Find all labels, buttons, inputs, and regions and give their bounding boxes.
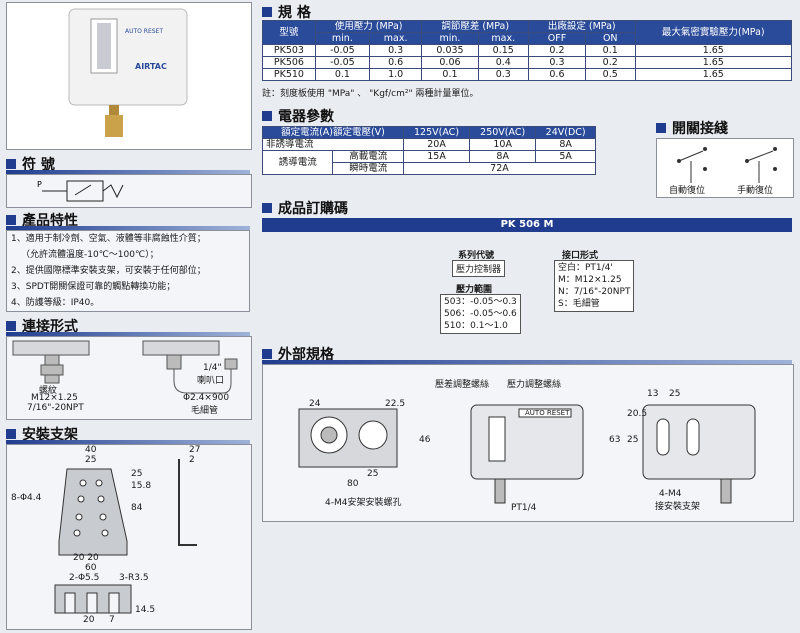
symbol-header: 符 號 [6, 154, 55, 174]
product-label: AUTO RESET [125, 28, 163, 35]
bracket-header: 安裝支架 [6, 424, 78, 444]
cap-label-1: 1/4" [203, 363, 222, 373]
svg-text:P: P [37, 180, 42, 189]
outer-drawing [298, 404, 756, 504]
auto-reset-label: 自動復位 [669, 186, 706, 196]
elec-table: 額定電流(A)額定電壓(V)125V(AC)250V(AC)24V(DC) 非誘… [261, 126, 597, 175]
spec-table: 型號 使用壓力 (MPa) 調節壓差 (MPa) 出廠設定 (MPa) 最大氣密… [262, 20, 793, 81]
feature-item: 2、提供國際標準安裝支架，可安裝于任何部位； [11, 266, 206, 276]
feature-item: （允許流體溫度-10℃～100℃）； [21, 250, 159, 260]
features-header: 產品特性 [6, 210, 78, 230]
feature-item: 4、防護等級：IP40。 [11, 298, 100, 308]
cap-label-3: Φ2.4×900 [183, 393, 230, 403]
thread-1: M12×1.25 [31, 393, 78, 403]
switch-box: 自動復位 手動復位 [656, 138, 794, 198]
product-photo-box: AUTO RESET AIRTAC [6, 2, 252, 150]
manual-reset-label: 手動復位 [737, 186, 774, 196]
connection-drawing [12, 340, 238, 394]
bracket-drawing [54, 459, 197, 614]
cap-label-4: 毛細管 [191, 406, 219, 416]
order-code-bar: PK 506 M [262, 218, 792, 232]
bracket-box: 40 25 27 2 8-Φ4.4 84 15.8 25 20 20 60 2-… [6, 444, 252, 630]
cap-label-2: 喇叭口 [197, 376, 225, 386]
connection-box: 螺紋 M12×1.25 7/16"-20NPT 1/4" 喇叭口 Φ2.4×90… [6, 336, 252, 420]
outer-box: 壓差調整螺絲 壓力調整螺絲 AUTO RESET 24 22.5 80 25 4… [262, 364, 794, 522]
outer-header: 外部規格 [262, 344, 334, 364]
spec-note: 註：刻度板使用 "MPa" 、 "Kgf/cm²" 兩種計量單位。 [262, 89, 479, 99]
switch-header: 開關接綫 [656, 118, 728, 138]
connection-header: 連接形式 [6, 316, 78, 336]
switch-drawing [677, 147, 777, 183]
brand-logo: AIRTAC [135, 62, 167, 71]
product-photo: AUTO RESET AIRTAC [68, 8, 188, 137]
spec-header: 規 格 [262, 2, 311, 22]
thread-2: 7/16"-20NPT [27, 403, 84, 413]
elec-header: 電器參數 [262, 106, 334, 126]
symbol-box: P [6, 174, 252, 208]
order-header: 成品訂購碼 [262, 198, 348, 218]
feature-item: 3、SPDT開關保證可靠的觸點轉換功能； [11, 282, 176, 292]
feature-item: 1、適用于制冷劑、空氣、液體等非腐蝕性介質； [11, 234, 206, 244]
switch-symbol: P [37, 180, 124, 202]
features-box: 1、適用于制冷劑、空氣、液體等非腐蝕性介質； （允許流體溫度-10℃～100℃）… [6, 230, 250, 312]
thread-label: 螺紋 [39, 386, 58, 396]
